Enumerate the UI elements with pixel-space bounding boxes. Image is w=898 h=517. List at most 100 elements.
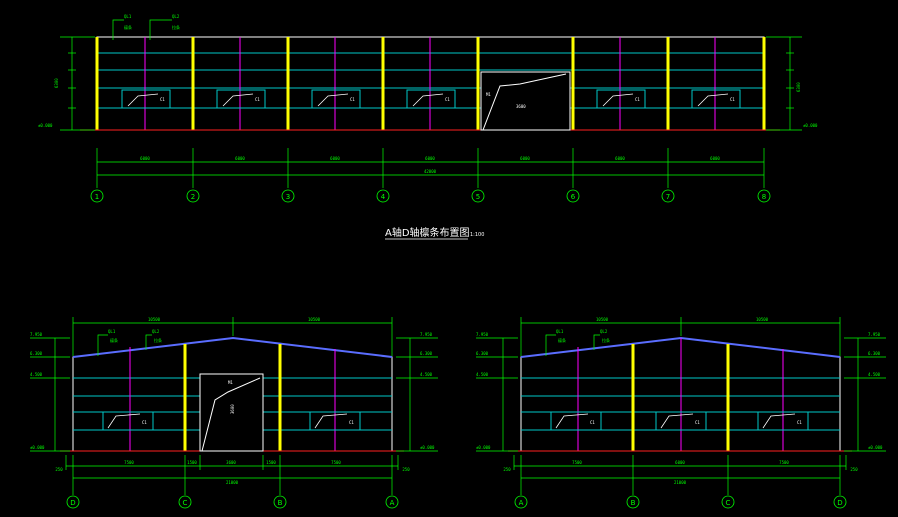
right-windows bbox=[550, 411, 809, 431]
bay-dim: 6000 bbox=[140, 156, 150, 161]
leader-line bbox=[97, 334, 108, 356]
main-bottom-dims bbox=[96, 148, 765, 188]
axis-label: C bbox=[183, 499, 188, 507]
bay-dim: 7500 bbox=[572, 460, 582, 465]
axis-label: C bbox=[726, 499, 731, 507]
axis-bubble bbox=[186, 189, 200, 203]
total-dim: 21000 bbox=[674, 480, 687, 485]
door-size: 3600 bbox=[230, 404, 235, 414]
left-bottom-dims bbox=[65, 455, 399, 495]
level-label: 6.300 bbox=[476, 351, 489, 356]
window-swing bbox=[314, 413, 348, 429]
axis-bubble bbox=[273, 495, 287, 509]
left-level-labels: 7.950 6.300 4.500 ±0.000 7.950 6.300 4.5… bbox=[30, 332, 435, 450]
window-tag: C1 bbox=[797, 420, 802, 425]
drawing-title: A轴D轴檩条布置图 bbox=[385, 226, 470, 239]
axis-bubble bbox=[514, 495, 528, 509]
level-label: ±0.000 bbox=[420, 445, 435, 450]
tag-ql2-sub: 拉条 bbox=[154, 337, 162, 343]
bay-dim: 1500 bbox=[187, 460, 197, 465]
right-top-dims bbox=[520, 317, 841, 356]
window-tag: C1 bbox=[349, 420, 354, 425]
tag-ql1: QL1 bbox=[556, 329, 564, 334]
window bbox=[309, 411, 361, 431]
level-label: ±0.000 bbox=[868, 445, 883, 450]
window-tag: C1 bbox=[730, 97, 735, 102]
axis-bubble bbox=[757, 189, 771, 203]
end-dim: 250 bbox=[402, 467, 410, 472]
right-ground-level: ±0.000 bbox=[803, 123, 818, 128]
bay-dim: 7500 bbox=[779, 460, 789, 465]
left-axis-labels: D C B A bbox=[70, 499, 394, 507]
bay-dim: 6000 bbox=[425, 156, 435, 161]
right-bay-dim-labels: 250 7500 6000 7500 250 21000 bbox=[503, 460, 858, 485]
main-bay-dim-labels: 6000 6000 6000 6000 6000 6000 6000 42000 bbox=[140, 156, 720, 174]
right-axis-bubbles bbox=[514, 495, 847, 509]
tag-ql2: QL2 bbox=[600, 329, 608, 334]
right-level-dims bbox=[476, 337, 886, 452]
window-swing bbox=[697, 93, 729, 107]
right-bracing bbox=[577, 338, 784, 451]
level-label: 7.950 bbox=[420, 332, 433, 337]
axis-label: 3 bbox=[286, 193, 290, 201]
main-elevation: C1 C1 C1 C1 C1 C1 M1 3600 QL1 檩条 QL2 拉条 bbox=[38, 14, 818, 240]
tag-ql1: QL1 bbox=[124, 14, 132, 19]
leader-line bbox=[593, 334, 600, 350]
bay-dim: 7500 bbox=[124, 460, 134, 465]
tag-ql2: QL2 bbox=[172, 14, 180, 19]
drawing-scale: 1:100 bbox=[470, 232, 484, 238]
left-height-dim: 6300 bbox=[54, 78, 59, 88]
tag-ql2-sub: 拉条 bbox=[602, 337, 610, 343]
window-tag: C1 bbox=[445, 97, 450, 102]
bay-dim: 6000 bbox=[710, 156, 720, 161]
window-swing bbox=[317, 93, 349, 107]
axis-bubble bbox=[385, 495, 399, 509]
top-dim: 10500 bbox=[756, 317, 769, 322]
main-leaders bbox=[112, 19, 172, 40]
level-label: ±0.000 bbox=[30, 445, 45, 450]
main-window-swings bbox=[127, 93, 729, 107]
window bbox=[311, 89, 361, 109]
left-level-dims bbox=[30, 337, 438, 452]
right-axis-labels: A B C D bbox=[519, 499, 843, 507]
axis-bubble bbox=[661, 189, 675, 203]
end-dim: 250 bbox=[55, 467, 63, 472]
level-label: ±0.000 bbox=[476, 445, 491, 450]
tag-ql1: QL1 bbox=[108, 329, 116, 334]
left-gable-elevation: C1 C1 M1 3600 10500 10500 QL1 檩条 QL2 拉条 bbox=[30, 317, 438, 509]
end-dim: 250 bbox=[850, 467, 858, 472]
left-top-dims bbox=[72, 317, 393, 356]
window-tag: C1 bbox=[695, 420, 700, 425]
main-right-dim bbox=[766, 36, 802, 131]
axis-bubble bbox=[833, 495, 847, 509]
main-axis-labels: 1 2 3 4 5 6 7 8 bbox=[95, 193, 766, 201]
left-bracing bbox=[129, 347, 336, 451]
end-dim: 250 bbox=[503, 467, 511, 472]
axis-bubble bbox=[66, 495, 80, 509]
window bbox=[757, 411, 809, 431]
level-label: 4.500 bbox=[30, 372, 43, 377]
axis-bubble bbox=[721, 495, 735, 509]
axis-bubble bbox=[178, 495, 192, 509]
right-level-labels: 7.950 6.300 4.500 ±0.000 7.950 6.300 4.5… bbox=[476, 332, 883, 450]
window-tag: C1 bbox=[142, 420, 147, 425]
axis-label: 8 bbox=[762, 193, 766, 201]
left-ground-level: ±0.000 bbox=[38, 123, 53, 128]
window-tag: C1 bbox=[160, 97, 165, 102]
leader-line bbox=[145, 334, 152, 350]
right-gable-elevation: C1 C1 C1 10500 10500 QL1 檩条 QL2 拉条 bbox=[476, 317, 886, 509]
axis-label: D bbox=[837, 499, 842, 507]
bay-dim: 6000 bbox=[520, 156, 530, 161]
main-door-swing bbox=[482, 73, 567, 131]
leader-line bbox=[112, 19, 124, 40]
level-label: 7.950 bbox=[30, 332, 43, 337]
window-tag: C1 bbox=[590, 420, 595, 425]
axis-bubble bbox=[626, 495, 640, 509]
level-label: 4.500 bbox=[420, 372, 433, 377]
axis-label: A bbox=[519, 499, 524, 507]
leader-line bbox=[545, 334, 556, 356]
left-axis-bubbles bbox=[66, 495, 399, 509]
tag-ql1-sub: 檩条 bbox=[558, 337, 566, 343]
window-tag: C1 bbox=[635, 97, 640, 102]
top-dim: 10500 bbox=[148, 317, 161, 322]
